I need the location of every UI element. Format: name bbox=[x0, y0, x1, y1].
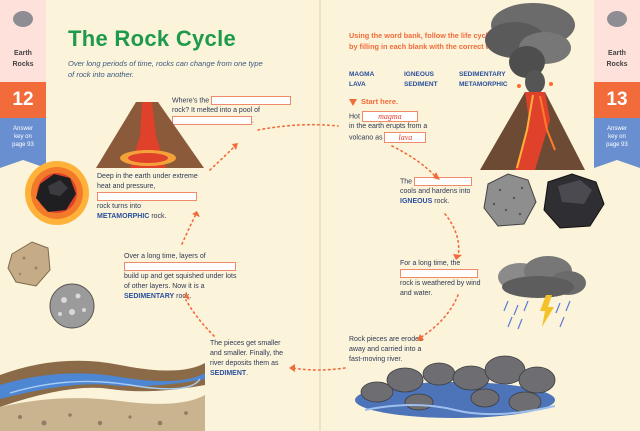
right-page-number: 13 bbox=[594, 82, 640, 118]
section-word-2: Rocks bbox=[606, 61, 628, 68]
step-text: rock turns into bbox=[97, 203, 141, 211]
arrowhead-icon bbox=[433, 172, 440, 180]
path-segment bbox=[291, 367, 346, 371]
keyword-sediment: SEDIMENT bbox=[210, 370, 247, 377]
word-bank-lava: LAVA bbox=[349, 81, 366, 88]
step-text: rock. bbox=[434, 198, 450, 206]
step-text: rock. bbox=[176, 293, 192, 301]
page-subtitle: Over long periods of time, rocks can cha… bbox=[68, 59, 263, 79]
step-weathered: For a long time, the rock is weathered b… bbox=[400, 259, 482, 299]
path-segment bbox=[419, 294, 459, 339]
keyword-metamorphic: METAMORPHIC bbox=[97, 213, 150, 221]
answer-key-line: Answer bbox=[606, 126, 627, 132]
page-title: The Rock Cycle bbox=[68, 26, 237, 51]
arrowhead-icon bbox=[192, 211, 200, 217]
metamorphic-rock-illustration bbox=[25, 161, 89, 225]
step-text: The pieces get smaller and smaller. Fina… bbox=[210, 340, 284, 367]
river-rocks-illustration bbox=[355, 355, 556, 418]
left-page-tab: Earth Rocks 12 Answer key on page 93 bbox=[0, 0, 46, 168]
step-cools: The cools and hardens into IGNEOUS rock. bbox=[400, 177, 480, 207]
step-where: Where's the rock? It melted into a pool … bbox=[172, 96, 304, 127]
step-text: For a long time, the bbox=[400, 260, 461, 267]
arrowhead-icon bbox=[289, 364, 295, 372]
answer-key-line: page 93 bbox=[606, 142, 628, 148]
answer-key-line: Answer bbox=[12, 126, 33, 132]
start-here-label: Start here. bbox=[361, 97, 399, 106]
step-text: . bbox=[246, 370, 249, 377]
word-bank-metamorphic: METAMORPHIC bbox=[459, 81, 508, 88]
step-text: Hot bbox=[349, 113, 360, 121]
step-text: Deep in the earth under extreme heat and… bbox=[97, 173, 198, 190]
step-text: rock. bbox=[151, 213, 167, 221]
sedimentary-rocks-illustration bbox=[7, 241, 95, 329]
triangle-down-icon bbox=[349, 98, 357, 106]
step-hot-magma: Hot magma in the earth erupts from a vol… bbox=[349, 111, 439, 144]
step-text: in the earth erupts from a volcano as bbox=[349, 123, 428, 142]
path-segment bbox=[391, 145, 436, 177]
answer-blank-deep[interactable] bbox=[97, 192, 197, 201]
arrowhead-icon bbox=[232, 143, 238, 150]
page-spine bbox=[319, 0, 321, 431]
pebble-icon bbox=[594, 0, 640, 40]
step-pieces: The pieces get smaller and smaller. Fina… bbox=[210, 339, 292, 379]
word-bank-sediment: SEDIMENT bbox=[404, 81, 438, 88]
arrowhead-icon bbox=[417, 334, 424, 341]
arrowhead-icon bbox=[184, 292, 190, 300]
path-segment bbox=[185, 299, 215, 337]
left-section-label: Earth Rocks bbox=[0, 40, 46, 82]
magma-volcano-illustration bbox=[96, 102, 204, 168]
start-here-marker: Start here. bbox=[349, 97, 398, 106]
step-text: rock? It melted into a pool of bbox=[172, 107, 260, 115]
answer-key-line: key on bbox=[14, 134, 32, 140]
step-eroded: Rock pieces are eroded away and carried … bbox=[349, 336, 423, 363]
step-text: Over a long time, layers of bbox=[124, 253, 206, 260]
path-segment bbox=[257, 123, 339, 131]
pebble-icon bbox=[0, 0, 46, 40]
right-answer-key-note: Answer key on page 93 bbox=[594, 118, 640, 168]
path-segment bbox=[444, 213, 460, 259]
word-bank-sedimentary: SEDIMENTARY bbox=[459, 71, 506, 78]
keyword-igneous: IGNEOUS bbox=[400, 198, 433, 206]
step-layers: Over a long time, layers of build up and… bbox=[124, 252, 244, 302]
river-sediment-illustration bbox=[0, 360, 205, 431]
step-text: Where's the bbox=[172, 97, 210, 105]
step-text: The bbox=[400, 178, 413, 186]
word-bank-magma: MAGMA bbox=[349, 71, 375, 78]
instructions: Using the word bank, follow the life cyc… bbox=[349, 31, 525, 51]
left-answer-key-note: Answer key on page 93 bbox=[0, 118, 46, 168]
answer-field-lava[interactable]: lava bbox=[384, 132, 427, 144]
section-word: Earth bbox=[14, 50, 32, 57]
path-segment bbox=[209, 144, 237, 171]
storm-cloud-illustration bbox=[498, 256, 586, 330]
erupting-volcano-illustration bbox=[480, 3, 585, 170]
left-page-number: 12 bbox=[0, 82, 46, 118]
answer-blank-weathered[interactable] bbox=[400, 269, 478, 278]
path-segment bbox=[181, 213, 197, 245]
step-text: cools and hardens into bbox=[400, 188, 471, 196]
answer-blank-where[interactable] bbox=[211, 96, 292, 105]
word-bank-igneous: IGNEOUS bbox=[404, 71, 434, 78]
step-text: . bbox=[252, 117, 254, 125]
answer-key-line: key on bbox=[608, 134, 626, 140]
step-text: rock is weathered by wind and water. bbox=[400, 280, 481, 298]
keyword-sedimentary: SEDIMENTARY bbox=[124, 293, 175, 301]
right-page-tab: Earth Rocks 13 Answer key on page 93 bbox=[594, 0, 640, 168]
igneous-rocks-illustration bbox=[483, 173, 605, 229]
right-section-label: Earth Rocks bbox=[594, 40, 640, 82]
section-word-2: Rocks bbox=[12, 61, 34, 68]
step-text: build up and get squished under lots of … bbox=[124, 273, 237, 291]
answer-blank-layers[interactable] bbox=[124, 262, 236, 271]
answer-blank-cools[interactable] bbox=[414, 177, 473, 186]
answer-blank-pool[interactable] bbox=[172, 116, 252, 126]
arrowhead-icon bbox=[453, 254, 462, 260]
step-deep: Deep in the earth under extreme heat and… bbox=[97, 172, 209, 222]
section-word: Earth bbox=[608, 50, 626, 57]
answer-key-line: page 93 bbox=[12, 142, 34, 148]
